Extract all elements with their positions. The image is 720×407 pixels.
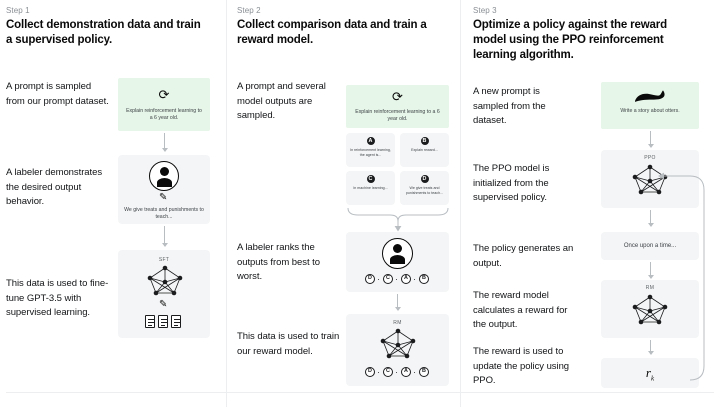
arrow-down-3c: [647, 262, 654, 279]
step-3-prompt-text: Write a story about otters.: [620, 108, 680, 114]
output-card-d: D We give treats and punishments to teac…: [400, 171, 449, 205]
ranking-row: D C A B: [365, 367, 431, 378]
otter-icon: [635, 90, 665, 102]
step-2-prompt-panel: ⟳ Explain reinforcement learning to a 6 …: [346, 85, 449, 128]
output-text-b: Explain reward...: [411, 148, 438, 152]
pencil-icon: ✎: [159, 192, 168, 203]
step-3-rm-panel: RM: [601, 280, 699, 338]
column-step-1: Step 1 Collect demonstration data and tr…: [0, 0, 226, 407]
step-3-caption-3: The policy generates an output.: [473, 243, 574, 269]
ranking-row: D C A B: [365, 274, 431, 285]
rm-rank-1: D: [365, 367, 375, 377]
step-3-label: Step 3: [473, 6, 497, 15]
step-2-prompt-text: Explain reinforcement learning to a 6 ye…: [355, 109, 440, 122]
step-3-ppo-tag: PPO: [644, 155, 656, 161]
step-3-title: Optimize a policy against the reward mod…: [473, 19, 667, 61]
documents-icon: [145, 315, 183, 331]
rm-rank-3: A: [401, 367, 411, 377]
rank-2: C: [383, 274, 393, 284]
output-letter-c: C: [366, 175, 375, 183]
labeler-avatar-icon: [382, 238, 413, 269]
step-3-caption-5: The reward is used to update the policy …: [473, 346, 570, 386]
step-3-caption-1: A new prompt is sampled from the dataset…: [473, 86, 546, 126]
step-3-output-text: Once upon a time...: [623, 243, 677, 249]
step-1-label: Step 1: [6, 6, 30, 15]
step-3-rm-tag: RM: [645, 285, 655, 291]
step-1-prompt-text: Explain reinforcement learning to a 6 ye…: [126, 108, 202, 121]
output-text-d: We give treats and punishments to teach.…: [405, 186, 444, 195]
neural-network-icon: [632, 164, 668, 195]
neural-network-icon: [632, 294, 668, 325]
neural-network-icon: [147, 265, 183, 296]
step-2-rm-panel: RM D C A B: [346, 314, 449, 386]
refresh-cycle-icon: ⟳: [392, 89, 403, 104]
output-card-a: A In reinforcement learning, the agent i…: [346, 133, 395, 167]
output-card-c: C In machine learning...: [346, 171, 395, 205]
output-letter-a: A: [366, 137, 375, 145]
output-text-c: In machine learning...: [353, 186, 388, 190]
output-card-b: B Explain reward...: [400, 133, 449, 167]
step-1-caption-3: This data is used to fine-tune GPT-3.5 w…: [6, 278, 109, 318]
step-1-title: Collect demonstration data and train a s…: [6, 19, 201, 46]
step-1-caption-1: A prompt is sampled from our prompt data…: [6, 81, 109, 107]
step-3-reward-panel: rk: [601, 358, 699, 388]
merge-brace-icon: [347, 207, 449, 232]
step-1-prompt-panel: ⟳ Explain reinforcement learning to a 6 …: [118, 78, 210, 131]
bottom-divider: [6, 392, 714, 393]
ppo-feedback-loop-arrow: [658, 172, 705, 381]
labeler-avatar-icon: [149, 161, 179, 191]
rank-1: D: [365, 274, 375, 284]
arrow-down-1a: [161, 133, 168, 152]
rm-rank-2: C: [383, 367, 393, 377]
step-1-sft-tag: SFT: [158, 257, 170, 263]
arrow-down-3a: [647, 131, 654, 148]
step-2-caption-3: This data is used to train our reward mo…: [237, 331, 340, 357]
step-1-labeler-panel: ✎ We give treats and punishments to teac…: [118, 155, 210, 224]
step-1-caption-2: A labeler demonstrates the desired outpu…: [6, 167, 103, 207]
output-text-a: In reinforcement learning, the agent is.…: [350, 148, 391, 157]
output-letter-d: D: [420, 175, 429, 183]
column-step-3: Step 3 Optimize a policy against the rew…: [460, 0, 720, 407]
output-letter-b: B: [420, 137, 429, 145]
arrow-down-3b: [647, 210, 654, 227]
rank-3: A: [401, 274, 411, 284]
step-3-prompt-panel: Write a story about otters.: [601, 82, 699, 129]
step-3-caption-4: The reward model calculates a reward for…: [473, 290, 568, 330]
step-2-caption-1: A prompt and several model outputs are s…: [237, 81, 326, 121]
step-2-ranking-panel: D C A B: [346, 232, 449, 292]
step-3-output-panel: Once upon a time...: [601, 232, 699, 260]
step-2-title: Collect comparison data and train a rewa…: [237, 19, 427, 46]
reward-symbol: rk: [601, 365, 699, 383]
reward-symbol-subscript: k: [650, 374, 655, 383]
pencil-icon: ✎: [159, 299, 168, 310]
step-2-outputs-grid: A In reinforcement learning, the agent i…: [346, 133, 449, 205]
neural-network-icon: [380, 328, 416, 359]
step-2-caption-2: A labeler ranks the outputs from best to…: [237, 242, 320, 282]
rm-rank-4: B: [419, 367, 429, 377]
arrow-down-1b: [161, 226, 168, 247]
rank-4: B: [419, 274, 429, 284]
arrow-down-3d: [647, 340, 654, 355]
step-2-label: Step 2: [237, 6, 261, 15]
arrow-down-2a: [394, 294, 401, 311]
refresh-cycle-icon: ⟳: [158, 87, 170, 102]
column-step-2: Step 2 Collect comparison data and train…: [226, 0, 460, 407]
step-1-sft-panel: SFT ✎: [118, 250, 210, 338]
step-1-labeler-text: We give treats and punishments to teach.…: [124, 207, 204, 220]
step-2-rm-tag: RM: [393, 320, 402, 326]
step-3-ppo-panel: PPO: [601, 150, 699, 208]
reward-symbol-letter: r: [645, 365, 651, 380]
step-3-caption-2: The PPO model is initialized from the su…: [473, 163, 550, 203]
